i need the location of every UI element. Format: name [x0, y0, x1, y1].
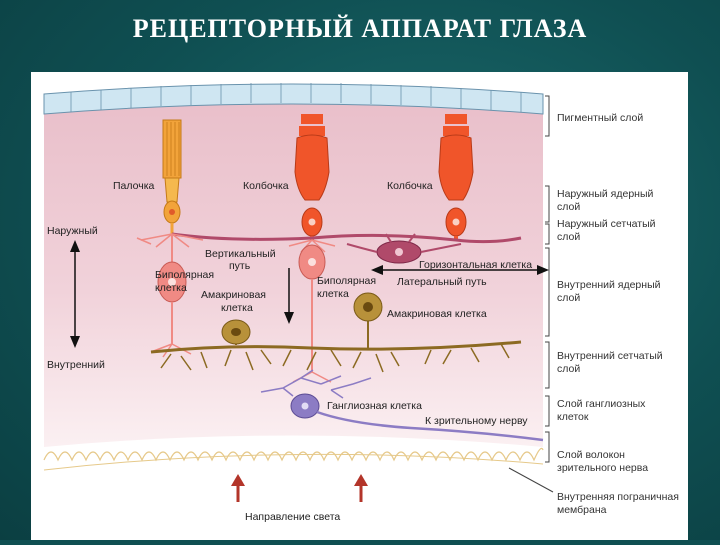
- amacrine-cell-2: [353, 292, 383, 350]
- label-lateral: Латеральный путь: [397, 276, 487, 288]
- layer-label-ipl-2: слой: [557, 363, 580, 375]
- inner-limiting-membrane: [43, 447, 544, 462]
- layer-brackets: [508, 95, 554, 493]
- amacrine-cell-1: [221, 319, 251, 345]
- label-rod: Палочка: [113, 180, 155, 192]
- layer-label-inl-1: Внутренний ядерный: [557, 279, 661, 291]
- bipolar-cell-1: [136, 233, 204, 358]
- layer-label-onl-2: слой: [557, 201, 580, 213]
- layer-label-ilm-2: мембрана: [557, 504, 607, 516]
- label-bipolar-2b: клетка: [317, 288, 349, 300]
- label-bipolar-1a: Биполярная: [155, 269, 214, 281]
- label-amacrine-1a: Амакриновая: [201, 289, 266, 301]
- label-vertical-path-2: путь: [229, 260, 251, 272]
- retina-diagram: Палочка Колбочка Колбочка Наружный Внутр…: [43, 83, 679, 523]
- layer-label-inl-2: слой: [557, 292, 580, 304]
- layer-label-opl-1: Наружный сетчатый: [557, 218, 656, 230]
- pigment-layer: [43, 83, 544, 115]
- amacrine-dendrites: [160, 343, 510, 373]
- cone-cell-2: [438, 114, 474, 240]
- slide-title: РЕЦЕПТОРНЫЙ АППАРАТ ГЛАЗА: [132, 14, 588, 43]
- layer-label-opl-2: слой: [557, 231, 580, 243]
- layer-label-ilm-1: Внутренняя пограничная: [557, 491, 679, 503]
- lateral-path-arrow: [371, 265, 549, 275]
- rod-cell: [162, 119, 182, 234]
- outer-inner-arrow: [70, 240, 80, 348]
- layer-label-onl-1: Наружный ядерный: [557, 188, 654, 200]
- label-cone-1: Колбочка: [243, 180, 289, 192]
- label-outer: Наружный: [47, 225, 98, 237]
- vertical-path-arrow: [284, 268, 294, 324]
- ganglion-cell: [260, 369, 544, 442]
- layer-label-ipl-1: Внутренний сетчатый: [557, 350, 663, 362]
- label-amacrine-2: Амакриновая клетка: [387, 308, 487, 320]
- label-ganglion: Ганглиозная клетка: [327, 400, 422, 412]
- pigment-cells: [70, 83, 522, 112]
- label-bipolar-2a: Биполярная: [317, 275, 376, 287]
- label-inner: Внутренний: [47, 359, 105, 371]
- cone-cell-1: [294, 114, 330, 240]
- horizontal-cell: [346, 233, 462, 264]
- outer-plexiform-line: [171, 232, 522, 244]
- label-vertical-path-1: Вертикальный: [205, 248, 276, 260]
- label-cone-2: Колбочка: [387, 180, 433, 192]
- inner-plexiform-line: [150, 340, 522, 354]
- layer-label-gcl-2: клеток: [557, 411, 589, 423]
- layer-label-pigment: Пигментный слой: [557, 112, 643, 124]
- diagram-panel: Палочка Колбочка Колбочка Наружный Внутр…: [31, 72, 688, 540]
- light-direction-arrows: [231, 474, 368, 502]
- membrane-line: [43, 453, 544, 471]
- bipolar-cell-2: [288, 239, 336, 383]
- label-amacrine-1b: клетка: [221, 302, 253, 314]
- label-light-direction: Направление света: [245, 511, 340, 523]
- label-bipolar-1b: клетка: [155, 282, 187, 294]
- layer-label-gcl-1: Слой ганглиозных: [557, 398, 646, 410]
- label-horizontal: Горизонтальная клетка: [419, 259, 532, 271]
- label-optic-nerve: К зрительному нерву: [425, 415, 528, 427]
- layer-label-nfl-1: Слой волокон: [557, 449, 625, 461]
- layer-label-nfl-2: зрительного нерва: [557, 462, 648, 474]
